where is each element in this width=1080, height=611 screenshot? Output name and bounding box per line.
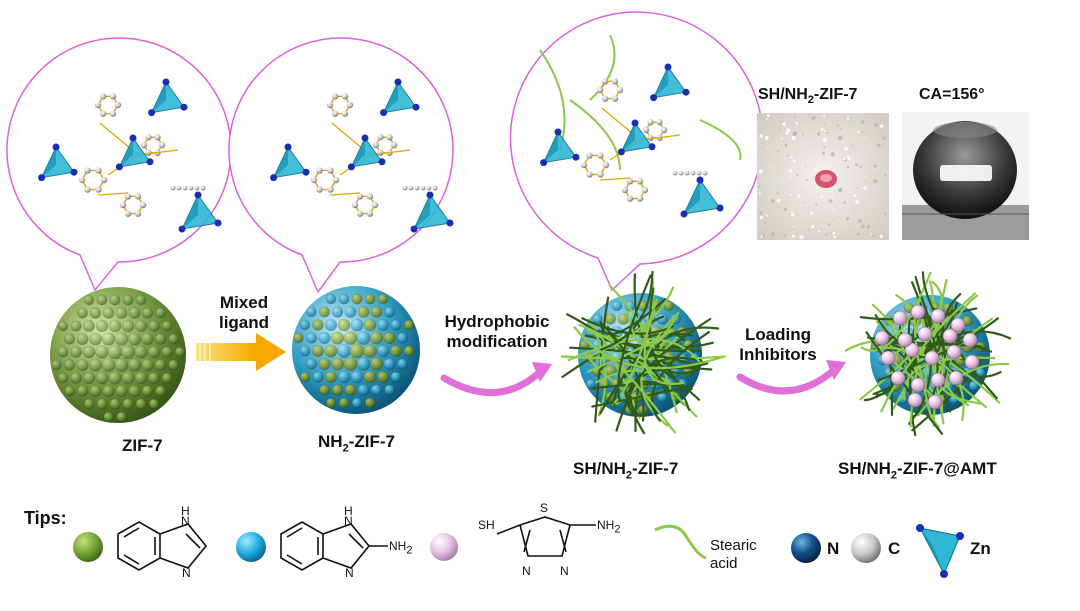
legend-title: Tips: <box>24 508 67 528</box>
legend-abzim-nh2: NH2 <box>389 539 413 557</box>
legend-c-atom <box>851 533 881 563</box>
crystal-structure-zif7 <box>38 78 222 233</box>
label-nh2-zif7: NH2-ZIF-7 <box>318 432 395 455</box>
legend-pink-sphere <box>430 533 458 561</box>
arrow-mixed-ligand <box>196 333 286 371</box>
crystal-structure-sh-zif7 <box>539 34 742 218</box>
legend-green-sphere <box>73 532 103 562</box>
legend-stearic-acid-fiber <box>654 524 707 560</box>
crystal-structure-nh2-zif7 <box>270 78 454 233</box>
nh2-zif7-particle <box>292 286 420 414</box>
legend-abzim-h: H <box>344 504 353 518</box>
legend-aminobenzimidazole-structure <box>280 521 388 571</box>
sh-nh2-zif7-particle <box>560 270 726 435</box>
label-sh-nh2-zif7-amt: SH/NH2-ZIF-7@AMT <box>838 459 997 482</box>
label-sh-nh2-zif7: SH/NH2-ZIF-7 <box>573 459 679 482</box>
legend-amt-sh: SH <box>478 518 495 532</box>
legend-abzim-n1: N <box>344 514 353 528</box>
legend-amt-structure <box>496 516 596 557</box>
zoom-bubble-sh-zif7 <box>509 11 764 292</box>
legend-amt-n2: N <box>560 564 569 578</box>
legend-amt-nh2: NH2 <box>597 518 621 536</box>
legend-zn-label: Zn <box>970 539 991 558</box>
legend-zn-tetrahedron <box>916 524 964 578</box>
legend-c-label: C <box>888 539 901 558</box>
legend-amt-s: S <box>540 501 549 515</box>
legend-benzimidazole-structure <box>117 521 208 571</box>
sh-nh2-zif7-amt-particle <box>844 271 1012 437</box>
legend-blue-sphere <box>236 532 266 562</box>
photo-powder <box>757 113 889 240</box>
legend-abzim-n2: N <box>345 566 354 580</box>
arrow-loading-inhibitors <box>736 360 846 395</box>
legend-bzim-n2: N <box>182 566 191 580</box>
legend-n-label: N <box>827 539 840 558</box>
arrow-hydrophobic-modification <box>440 362 552 397</box>
photo-caption-powder: SH/NH2-ZIF-7 <box>758 86 858 107</box>
zoom-bubble-nh2-zif7 <box>228 37 454 294</box>
label-zif7: ZIF-7 <box>122 436 163 455</box>
legend-amt-n1: N <box>522 564 531 578</box>
legend-n-atom <box>791 533 821 563</box>
legend-bzim-n1: N <box>181 514 190 528</box>
photo-contact-angle <box>902 112 1029 240</box>
photo-caption-contact-angle: CA=156° <box>919 86 985 103</box>
legend-bzim-h: H <box>181 504 190 518</box>
zif7-particle <box>50 287 186 423</box>
